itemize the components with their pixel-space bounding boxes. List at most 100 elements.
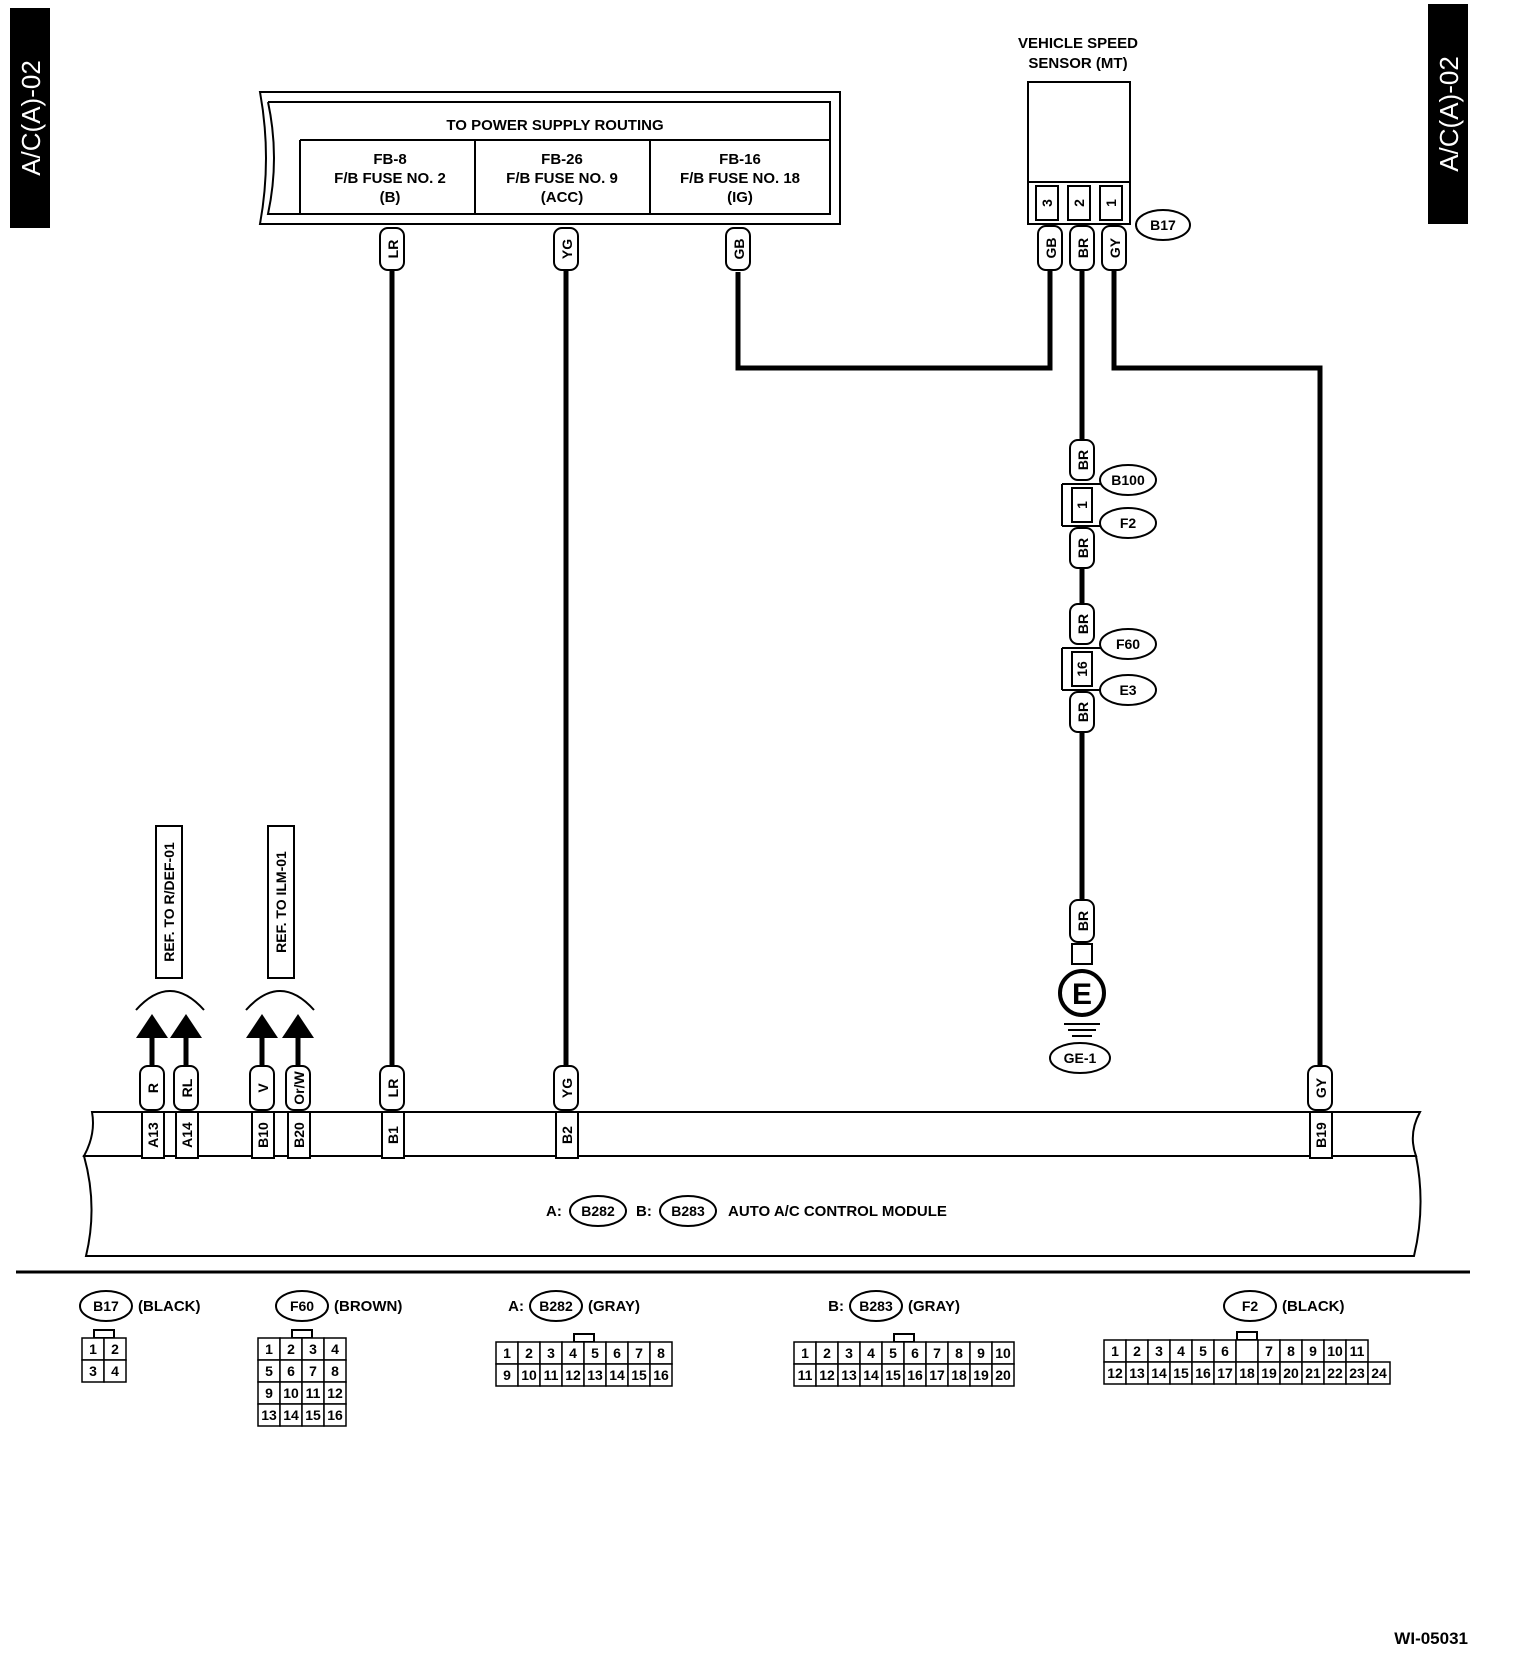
legend-pin-cell — [103, 1359, 127, 1383]
legend-pin-number: 14 — [609, 1367, 625, 1383]
legend-pin-number: 4 — [867, 1345, 875, 1361]
fuse-3-id: FB-16 — [719, 151, 761, 168]
page-tab-right: A/C(A)-02 — [1428, 4, 1468, 224]
legend-id: B283 — [859, 1298, 893, 1314]
legend-pin-number: 13 — [1129, 1365, 1145, 1381]
legend-pin-number: 1 — [801, 1345, 809, 1361]
power-supply-box: TO POWER SUPPLY ROUTING FB-8 F/B FUSE NO… — [258, 91, 841, 225]
legend-pin-number: 22 — [1327, 1365, 1343, 1381]
fuse-1-name: F/B FUSE NO. 2 — [334, 170, 446, 187]
legend-pin-number: 13 — [261, 1407, 277, 1423]
ground-path: BR 1 B100 F2 BR BR 16 F60 E3 BR BR E GE-… — [1049, 439, 1157, 1074]
legend-pin-number: 16 — [653, 1367, 669, 1383]
legend-latch — [1236, 1331, 1258, 1341]
wire-label-br-2: BR — [1075, 538, 1091, 558]
wire-label-br-4: BR — [1075, 702, 1091, 722]
junction-2-bottom: E3 — [1119, 682, 1136, 698]
legend-pin-number: 14 — [283, 1407, 299, 1423]
legend-pin-number: 20 — [995, 1367, 1011, 1383]
legend-id: F2 — [1242, 1298, 1259, 1314]
legend-pin-number: 19 — [973, 1367, 989, 1383]
page-tab-left-label: A/C(A)-02 — [16, 60, 46, 176]
legend-pin-number: 10 — [283, 1385, 299, 1401]
module-wire-lr: LR — [385, 1079, 401, 1098]
legend-pin-number: 2 — [525, 1345, 533, 1361]
legend-pin-number: 16 — [1195, 1365, 1211, 1381]
fuse-1-id: FB-8 — [373, 151, 406, 168]
legend-pin-number: 3 — [1155, 1343, 1163, 1359]
legend-pin-number: 9 — [1309, 1343, 1317, 1359]
legend-pin-number: 6 — [287, 1363, 295, 1379]
module-pin-b19: B19 — [1313, 1122, 1329, 1148]
module-pin-a13: A13 — [145, 1122, 161, 1148]
legend-pin-number: 15 — [885, 1367, 901, 1383]
legend-pin-number: 1 — [1111, 1343, 1119, 1359]
legend-pin-number: 14 — [863, 1367, 879, 1383]
module-conn-b: B283 — [671, 1203, 705, 1219]
legend-pin-number: 15 — [631, 1367, 647, 1383]
wire-label-br-sensor: BR — [1075, 238, 1091, 258]
legend-pin-number: 12 — [327, 1385, 343, 1401]
legend-pin-number: 9 — [977, 1345, 985, 1361]
vehicle-speed-sensor: VEHICLE SPEED SENSOR (MT) 3 2 1 B17 — [1018, 35, 1191, 241]
legend-pin-number: 11 — [798, 1367, 813, 1383]
legend-pin-number: 13 — [587, 1367, 603, 1383]
legend-pin-number: 12 — [1107, 1365, 1123, 1381]
wire-label-br-1: BR — [1075, 450, 1091, 470]
module-pin-b10: B10 — [255, 1122, 271, 1148]
sensor-pin-2: 2 — [1071, 199, 1087, 207]
legend-pin-number: 18 — [1239, 1365, 1255, 1381]
module-wire-orw: Or/W — [291, 1070, 307, 1104]
legend-pin-number: 3 — [89, 1363, 97, 1379]
fuse-2-id: FB-26 — [541, 151, 583, 168]
legend-pin-number: 11 — [306, 1385, 321, 1401]
module-wire-labels: R RL V Or/W LR YG GY — [139, 1065, 1333, 1111]
legend-pin-number: 13 — [841, 1367, 857, 1383]
junction-1-pin: 1 — [1074, 501, 1090, 509]
legend-pin-number: 7 — [309, 1363, 317, 1379]
legend-color: (GRAY) — [588, 1298, 640, 1315]
legend-color: (BLACK) — [1282, 1298, 1344, 1315]
wires — [389, 268, 1323, 1070]
junction-1-bottom: F2 — [1120, 515, 1137, 531]
ref-r-def-label: REF. TO R/DEF-01 — [161, 842, 177, 962]
legend-id-badge — [529, 1290, 583, 1322]
legend-prefix: A: — [508, 1298, 524, 1315]
legend-pin-number: 2 — [111, 1341, 119, 1357]
legend-pin-number: 6 — [613, 1345, 621, 1361]
power-supply-title: TO POWER SUPPLY ROUTING — [446, 117, 663, 134]
module-prefix-a: A: — [546, 1203, 562, 1220]
legend-pin-cell — [649, 1363, 673, 1387]
legend-pin-number: 7 — [933, 1345, 941, 1361]
legend-pin-number: 6 — [911, 1345, 919, 1361]
fuse-2-circuit: (ACC) — [541, 189, 584, 206]
page-tab-right-label: A/C(A)-02 — [1434, 56, 1464, 172]
legend-id: F60 — [290, 1298, 314, 1314]
top-wire-labels: LR YG GB GB BR GY — [379, 225, 1127, 271]
legend-id-badge — [849, 1290, 903, 1322]
legend-pin-number: 1 — [503, 1345, 511, 1361]
sensor-title-line2: SENSOR (MT) — [1028, 55, 1127, 72]
legend-pin-number: 2 — [287, 1341, 295, 1357]
junction-2-top: F60 — [1116, 636, 1140, 652]
sensor-connector-id: B17 — [1150, 217, 1176, 233]
wire-label-br-3: BR — [1075, 614, 1091, 634]
sensor-title-line1: VEHICLE SPEED — [1018, 35, 1138, 52]
legend-pin-number: 8 — [955, 1345, 963, 1361]
legend-prefix: B: — [828, 1298, 844, 1315]
legend-pin-number: 23 — [1349, 1365, 1365, 1381]
legend-pin-number: 5 — [265, 1363, 273, 1379]
legend-pin-cell — [1367, 1361, 1391, 1385]
module-conn-a: B282 — [581, 1203, 615, 1219]
legend-pin-number: 3 — [845, 1345, 853, 1361]
legend-pin-number: 12 — [819, 1367, 835, 1383]
module-pin-b1: B1 — [385, 1126, 401, 1144]
legend-pin-number: 10 — [521, 1367, 537, 1383]
module-prefix-b: B: — [636, 1203, 652, 1220]
legend-pin-number: 2 — [1133, 1343, 1141, 1359]
legend-pin-number: 15 — [305, 1407, 321, 1423]
legend-latch — [893, 1333, 915, 1343]
legend-pin-number: 4 — [331, 1341, 339, 1357]
legend-latch — [573, 1333, 595, 1343]
